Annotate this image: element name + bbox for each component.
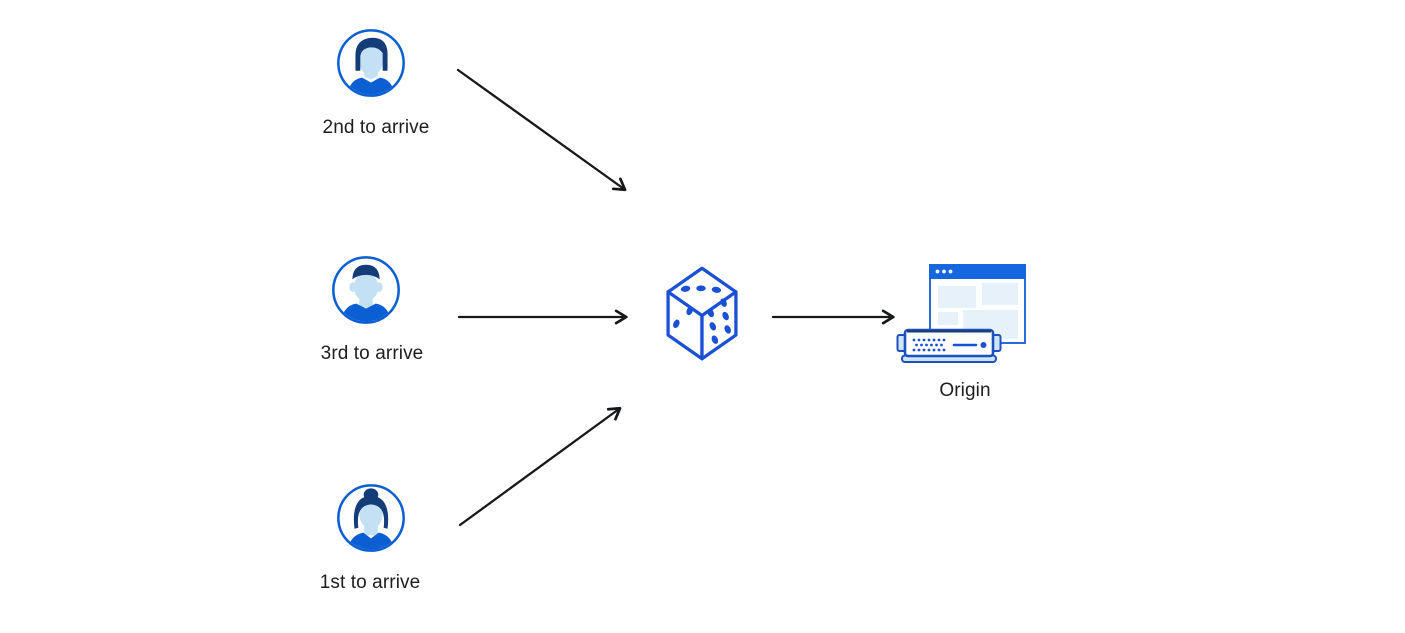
- label-visitor-second: 2nd to arrive: [322, 117, 430, 138]
- label-visitor-first: 1st to arrive: [319, 572, 421, 593]
- female-avatar-icon: [337, 484, 405, 552]
- label-visitor-third: 3rd to arrive: [320, 343, 424, 364]
- male-avatar-icon: [332, 256, 400, 324]
- dice-pips: [673, 285, 731, 344]
- server-vents: [912, 338, 946, 352]
- server-unit: [896, 328, 1002, 363]
- male-avatar-icon: [337, 29, 405, 97]
- arrow-second-to-dice: [456, 68, 627, 192]
- dice-icon: [666, 266, 738, 361]
- label-origin: Origin: [939, 380, 991, 401]
- server-status-led: [980, 342, 987, 348]
- arrow-first-to-dice: [458, 406, 622, 527]
- origin-server-icon: [896, 264, 1026, 363]
